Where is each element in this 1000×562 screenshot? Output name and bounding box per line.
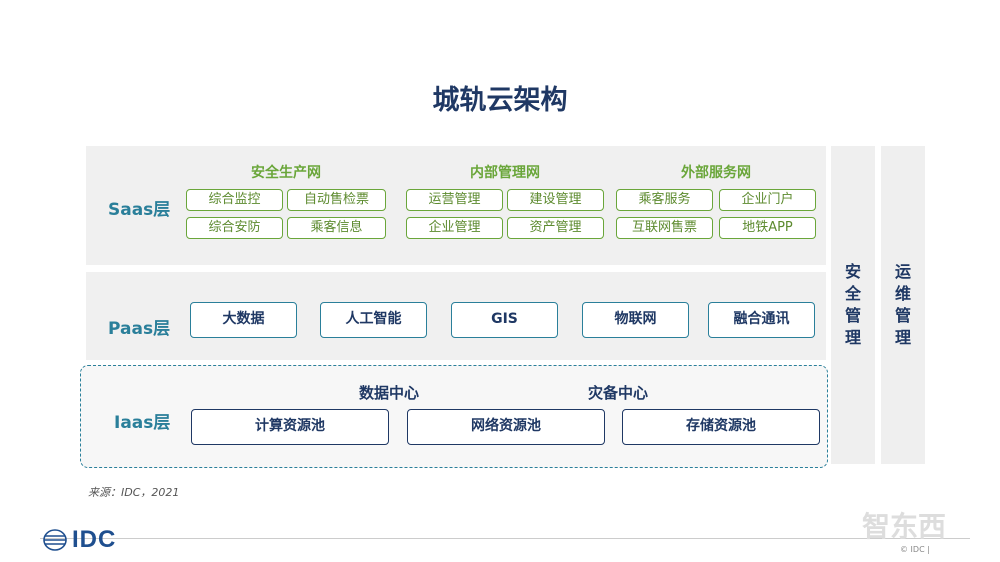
idc-logo-text: IDC xyxy=(72,526,117,553)
iaas-layer-label: Iaas层 xyxy=(114,413,171,433)
iaas-dr-center-title: 灾备中心 xyxy=(588,384,649,402)
paas-item-big-data: 大数据 xyxy=(190,302,297,338)
copyright-note: © IDC | xyxy=(900,545,930,554)
saas-item-integrated-monitoring: 综合监控 xyxy=(186,189,283,211)
ops-management-label: 运维管理 xyxy=(894,262,911,347)
paas-item-ai: 人工智能 xyxy=(320,302,427,338)
security-management-label: 安全管理 xyxy=(844,262,861,347)
saas-item-passenger-info: 乘客信息 xyxy=(287,217,386,239)
iaas-item-compute-pool: 计算资源池 xyxy=(191,409,389,445)
saas-group-title-internal: 内部管理网 xyxy=(470,165,540,181)
saas-item-online-ticketing: 互联网售票 xyxy=(616,217,713,239)
saas-item-operations: 运营管理 xyxy=(406,189,503,211)
saas-group-title-safety: 安全生产网 xyxy=(251,165,321,181)
page-title: 城轨云架构 xyxy=(432,85,568,116)
idc-logo: IDC xyxy=(42,526,116,554)
paas-layer-label: Paas层 xyxy=(108,319,171,339)
saas-item-enterprise: 企业管理 xyxy=(406,217,503,239)
paas-item-gis: GIS xyxy=(451,302,558,338)
paas-layer: Paas层 大数据 人工智能 GIS 物联网 融合通讯 xyxy=(86,272,826,360)
saas-item-metro-app: 地铁APP xyxy=(719,217,816,239)
footer-divider xyxy=(40,538,970,539)
saas-item-portal: 企业门户 xyxy=(719,189,816,211)
iaas-item-network-pool: 网络资源池 xyxy=(407,409,605,445)
security-management-column: 安全管理 xyxy=(831,146,875,464)
saas-item-integrated-security: 综合安防 xyxy=(186,217,283,239)
iaas-layer: Iaas层 数据中心 灾备中心 计算资源池 网络资源池 存储资源池 xyxy=(80,365,828,468)
watermark: 智东西 xyxy=(862,510,947,543)
saas-item-afc: 自动售检票 xyxy=(287,189,386,211)
saas-item-construction: 建设管理 xyxy=(507,189,604,211)
saas-group-title-external: 外部服务网 xyxy=(681,165,751,181)
saas-item-passenger-service: 乘客服务 xyxy=(616,189,713,211)
paas-item-converged-comm: 融合通讯 xyxy=(708,302,815,338)
saas-layer: Saas层 安全生产网 综合监控 自动售检票 综合安防 乘客信息 内部管理网 运… xyxy=(86,146,826,265)
saas-item-assets: 资产管理 xyxy=(507,217,604,239)
iaas-item-storage-pool: 存储资源池 xyxy=(622,409,820,445)
globe-icon xyxy=(43,529,67,551)
iaas-data-center-title: 数据中心 xyxy=(359,384,420,402)
saas-layer-label: Saas层 xyxy=(108,200,171,220)
paas-item-iot: 物联网 xyxy=(582,302,689,338)
source-note: 来源：IDC，2021 xyxy=(88,486,180,499)
ops-management-column: 运维管理 xyxy=(881,146,925,464)
